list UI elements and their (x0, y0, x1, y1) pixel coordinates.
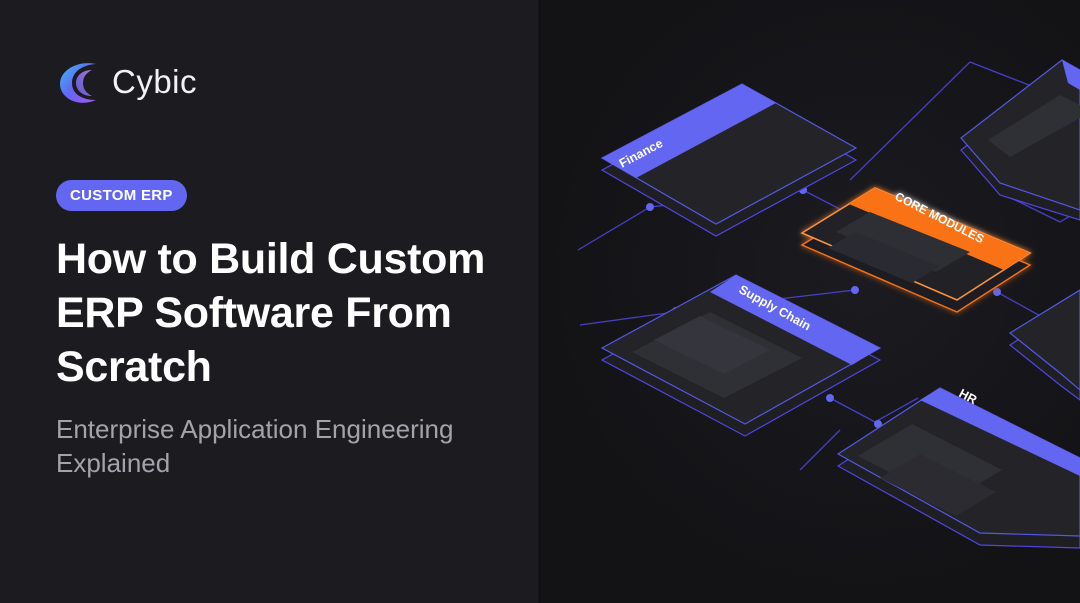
module-card-right-middle (1008, 289, 1080, 401)
module-card-core: CORE MODULES (800, 187, 1032, 313)
category-badge[interactable]: CUSTOM ERP (56, 180, 187, 211)
brand-name: Cybic (112, 63, 198, 100)
module-card-supply-chain: Supply Chain (600, 274, 882, 437)
module-card-hr: HR (836, 386, 1080, 549)
brand-logo[interactable]: Cybic (56, 56, 197, 108)
module-card-top-right (960, 59, 1080, 221)
cybic-logo-icon (60, 63, 96, 103)
page-title: How to Build Custom ERP Software From Sc… (56, 235, 486, 391)
erp-modules-illustration: Finance CORE MODULES Supply Chain (577, 59, 1080, 549)
panel-divider (538, 0, 542, 603)
page-subtitle: Enterprise Application Engineering Expla… (56, 414, 454, 478)
